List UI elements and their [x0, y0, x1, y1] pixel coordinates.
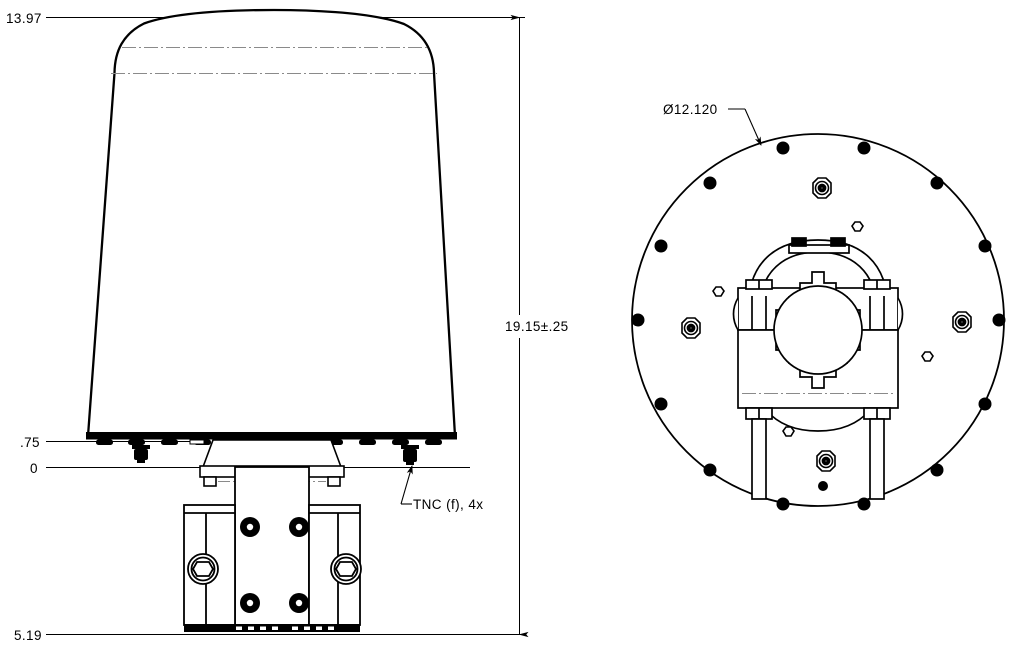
- bolt-hole: [930, 176, 944, 190]
- clamp-side-nut: [187, 553, 219, 585]
- dim-label-base-diameter: Ø12.120: [663, 102, 718, 117]
- dim-label-station-bottom: 5.19: [14, 628, 42, 643]
- flange-bolt-tab: [128, 439, 145, 445]
- bolt-hole: [776, 497, 790, 511]
- dim-label-station-top: 13.97: [6, 11, 42, 26]
- clamp-front-arc: [765, 409, 871, 432]
- clamp-plan-stud-shaft: [869, 418, 885, 500]
- bolt-hole: [930, 463, 944, 477]
- clamp-face-bolt: [240, 517, 260, 537]
- tnc-connector: [401, 445, 419, 465]
- flange-bolt-tab: [189, 439, 205, 445]
- flange-bolt-tab: [392, 439, 409, 445]
- tnc-connector-plan: [812, 177, 832, 199]
- radome-base-flange: [86, 432, 457, 440]
- clamp-side-nut: [330, 553, 362, 585]
- tnc-connector-plan: [681, 317, 701, 339]
- tnc-connectors-plan: [681, 177, 972, 472]
- clamp-face-bolt: [289, 593, 309, 613]
- plan-view: Ø12.120: [631, 102, 1006, 511]
- locator-hole: [782, 426, 795, 437]
- flange-bolt-tab: [96, 439, 113, 445]
- locator-hole: [921, 351, 934, 362]
- tnc-connector-note: TNC (f), 4x: [413, 497, 483, 512]
- bolt-hole: [703, 176, 717, 190]
- locator-hole: [712, 286, 725, 297]
- bolt-hole: [776, 141, 790, 155]
- bolt-hole: [978, 397, 992, 411]
- bolt-hole: [992, 313, 1006, 327]
- clamp-top-bolt: [830, 237, 846, 247]
- clamp-top-bolt: [791, 237, 807, 247]
- flange-bolt-tab: [161, 439, 178, 445]
- tnc-connector-plan: [952, 311, 972, 333]
- dim-label-overall-height: 19.15±.25: [505, 319, 569, 334]
- radome-profile: [86, 8, 457, 438]
- bolt-hole: [703, 463, 717, 477]
- clamp-center-bore: [773, 285, 863, 375]
- bolt-hole: [857, 141, 871, 155]
- clamp-top-plate: [788, 244, 850, 254]
- clamp-bottom-serrations: [236, 626, 334, 630]
- flange-bolt-tab: [359, 439, 376, 445]
- clamp-face-bolt: [240, 593, 260, 613]
- bolt-hole: [631, 313, 645, 327]
- dim-label-station-datum: 0: [30, 461, 38, 476]
- clamp-face-bolts: [240, 517, 309, 613]
- pipe-mount-clamp-front: [183, 466, 361, 626]
- clamp-plan-stud-shaft: [751, 418, 767, 500]
- locator-holes: [712, 221, 934, 437]
- tnc-leader: [400, 465, 413, 505]
- bolt-hole: [654, 239, 668, 253]
- radome-centerlines: [111, 47, 437, 74]
- dim-label-station-flange: .75: [20, 435, 40, 450]
- pipe-mount-clamp-plan: [732, 237, 904, 500]
- bolt-hole: [818, 481, 828, 491]
- front-view: TNC (f), 4x: [86, 8, 483, 632]
- locator-hole: [851, 221, 864, 232]
- flange-bolt-tab: [425, 439, 442, 445]
- tnc-connector: [132, 445, 150, 463]
- tnc-connector-plan: [816, 450, 836, 472]
- diameter-leader: [728, 108, 762, 146]
- bolt-hole: [978, 239, 992, 253]
- clamp-face-bolt: [289, 517, 309, 537]
- base-plate-bolt-holes: [631, 141, 1006, 511]
- bolt-hole: [857, 497, 871, 511]
- bolt-hole: [654, 397, 668, 411]
